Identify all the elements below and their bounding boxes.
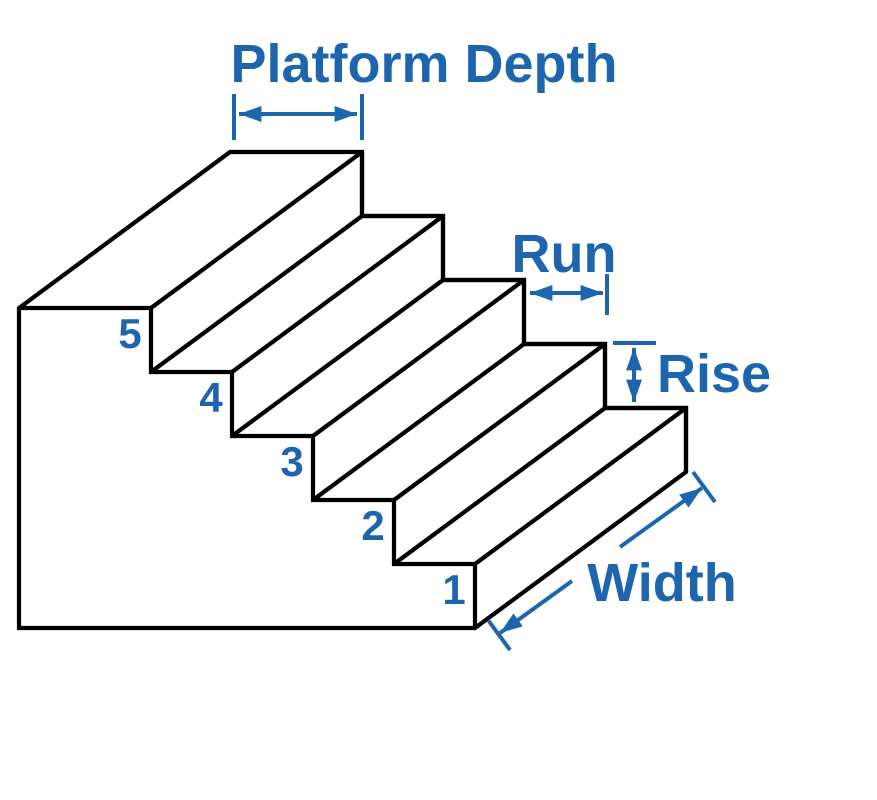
width-lower-arrow bbox=[498, 579, 574, 635]
platform-depth-dimension: Platform Depth bbox=[230, 34, 618, 140]
stair-nose-edge bbox=[311, 278, 526, 438]
stair-tread-edge bbox=[392, 406, 607, 566]
step-number: 5 bbox=[118, 310, 141, 357]
width-upper-tick bbox=[691, 470, 717, 504]
platform-depth-label: Platform Depth bbox=[230, 34, 617, 94]
stair-nose-edge bbox=[473, 406, 688, 566]
rise-label: Rise bbox=[657, 344, 771, 404]
step-number: 3 bbox=[280, 438, 303, 485]
run-dimension: Run bbox=[512, 224, 617, 315]
stair-nose-edge bbox=[392, 342, 607, 502]
step-number: 2 bbox=[361, 502, 384, 549]
stair-tread-edge bbox=[230, 278, 445, 438]
stair-tread-edge bbox=[149, 214, 364, 374]
step-number: 4 bbox=[199, 374, 223, 421]
step-number: 1 bbox=[442, 566, 465, 613]
rise-dimension: Rise bbox=[613, 341, 771, 404]
width-dimension: Width bbox=[486, 470, 737, 652]
stair-nose-edge bbox=[230, 214, 445, 374]
stair-far-profile bbox=[359, 152, 689, 472]
stair-nose-edge bbox=[149, 150, 364, 310]
width-upper-arrow bbox=[618, 486, 704, 549]
step-numbers: 5 4 3 2 1 bbox=[118, 310, 465, 613]
width-lower-tick bbox=[486, 618, 512, 652]
run-label: Run bbox=[512, 224, 617, 284]
stair-tread-edge bbox=[311, 342, 526, 502]
staircase-linework bbox=[16, 149, 689, 631]
width-label: Width bbox=[587, 553, 736, 613]
